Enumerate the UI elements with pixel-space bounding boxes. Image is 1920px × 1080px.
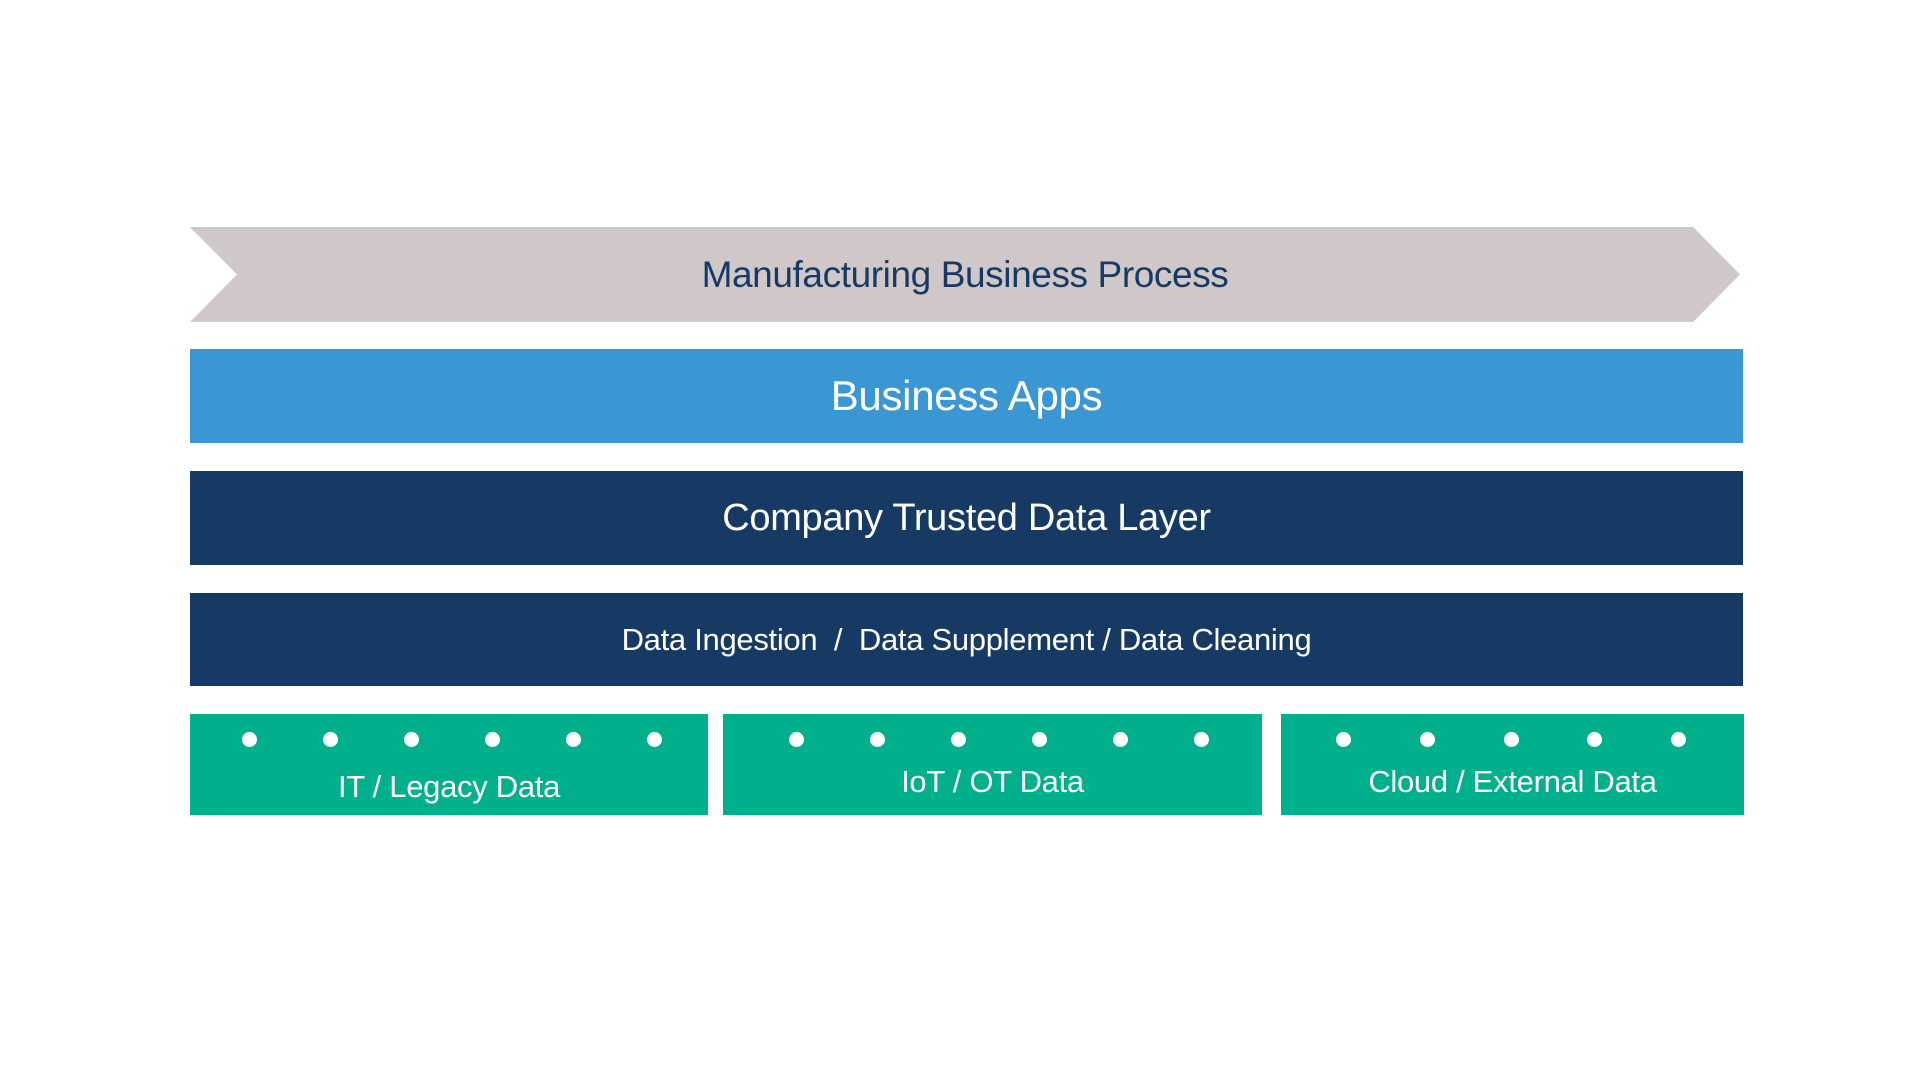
connector-dot (404, 732, 419, 747)
source-label: Cloud / External Data (1368, 764, 1657, 799)
connector-dot (1503, 732, 1519, 747)
process-label: Manufacturing Business Process (701, 253, 1229, 295)
connector-dot (951, 732, 966, 747)
connector-dot (1419, 732, 1435, 747)
connector-dot (1113, 732, 1128, 747)
chevron-shape (190, 227, 1740, 322)
process-chevron: Manufacturing Business Process (190, 227, 1740, 322)
connector-dots (242, 732, 662, 747)
connector-dot (789, 732, 804, 747)
trusted-data-layer: Company Trusted Data Layer (190, 471, 1743, 565)
connector-dot (1587, 732, 1603, 747)
connector-dot (566, 732, 581, 747)
connector-dots (789, 732, 1209, 747)
connector-dot (1671, 732, 1686, 747)
connector-dots (1336, 732, 1686, 747)
connector-dot (323, 732, 338, 747)
connector-dot (1194, 732, 1209, 747)
connector-dot (485, 732, 500, 747)
connector-dot (647, 732, 662, 747)
source-label: IT / Legacy Data (337, 769, 561, 804)
business-apps-layer: Business Apps (190, 349, 1743, 443)
source-box-cloud-external: Cloud / External Data (1281, 714, 1744, 815)
connector-dot (870, 732, 885, 747)
source-label: IoT / OT Data (901, 764, 1084, 799)
trusted-data-label: Company Trusted Data Layer (722, 496, 1211, 539)
connector-dot (242, 732, 257, 747)
ingestion-layer: Data Ingestion / Data Supplement / Data … (190, 593, 1743, 686)
source-box-iot-ot: IoT / OT Data (723, 714, 1262, 815)
connector-dot (1336, 732, 1351, 747)
source-box-it-legacy: IT / Legacy Data (190, 714, 708, 815)
business-apps-label: Business Apps (830, 372, 1103, 419)
connector-dot (1032, 732, 1047, 747)
ingestion-label: Data Ingestion / Data Supplement / Data … (621, 621, 1312, 657)
